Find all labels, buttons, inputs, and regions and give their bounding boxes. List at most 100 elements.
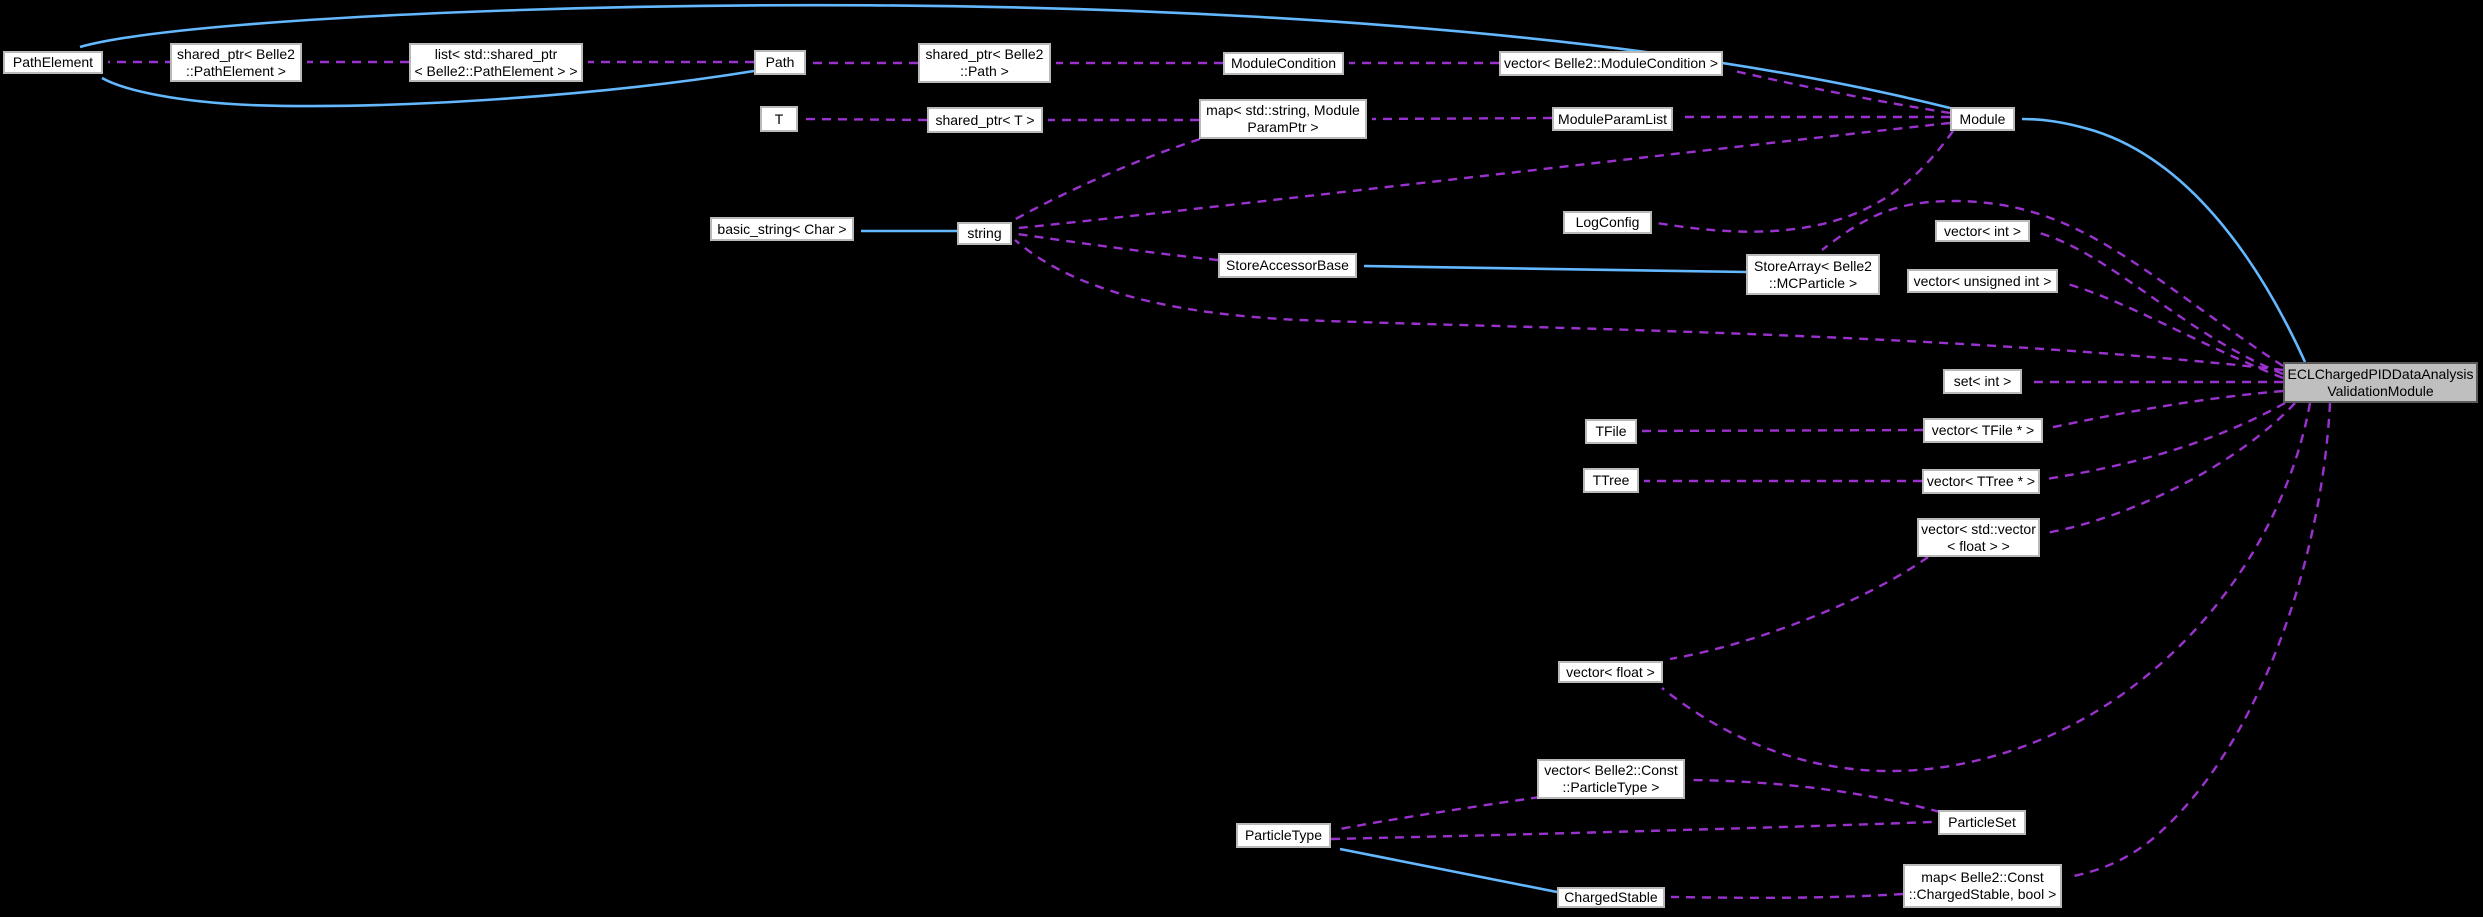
node-label: ::MCParticle > [1768,274,1858,291]
edge-ecl-to-vec-int [2035,230,2284,376]
edge-particleset-to-vec-particletype [1690,778,1941,814]
node-shared-ptr-t[interactable]: shared_ptr< T > [927,107,1043,133]
node-label: string [967,225,1002,241]
node-label: map< std::string, Module [1206,102,1360,118]
node-basic-string-char[interactable]: basic_string< Char > [710,217,854,241]
node-label: ValidationModule [2327,382,2434,399]
node-vector-unsigned-int[interactable]: vector< unsigned int > [1907,269,2058,293]
edge-module-to-pathelement [79,3,1951,110]
node-vector-float[interactable]: vector< float > [1558,661,1663,683]
edge-ecl-to-vec-tfile [2048,389,2284,430]
node-shared-ptr-pathelement[interactable]: shared_ptr< Belle2::PathElement > [170,43,302,82]
node-map-chargedstable-bool[interactable]: map< Belle2::Const::ChargedStable, bool … [1903,864,2062,908]
edge-storearray-to-storeaccessorbase [1363,264,1747,274]
node-label: vector< Belle2::ModuleCondition > [1503,55,1719,71]
node-label: ChargedStable [1564,889,1658,905]
edge-ecl-to-vec-vec-float [2045,402,2296,535]
node-label: ::ParticleType > [1562,779,1660,795]
node-label: vector< unsigned int > [1913,272,2052,289]
node-label: map< Belle2::Const [1921,869,2044,885]
node-shared-ptr-path[interactable]: shared_ptr< Belle2::Path > [918,43,1051,83]
edge-ecl-to-storearray [1821,199,2284,368]
edge-ecl-to-vec-ttree [2045,401,2286,481]
node-tfile[interactable]: TFile [1585,419,1637,444]
edge-module-to-logconfig [1656,130,1954,233]
node-storeaccessorbase[interactable]: StoreAccessorBase [1218,253,1357,278]
node-string[interactable]: string [957,222,1012,245]
node-ttree[interactable]: TTree [1583,468,1639,493]
node-label: < Belle2::PathElement > > [414,62,578,79]
edge-ecl-to-map-chargedstable [2067,402,2332,879]
node-label: shared_ptr< T > [935,111,1035,128]
edge-module-to-vec-modulecondition [1729,68,1951,115]
node-label: TFile [1595,423,1627,439]
node-label: basic_string< Char > [717,220,847,237]
node-pathelement[interactable]: PathElement [3,51,103,74]
node-particleset[interactable]: ParticleSet [1938,810,2026,835]
node-label: vector< std::vector [1921,520,2036,537]
node-vector-modulecondition[interactable]: vector< Belle2::ModuleCondition > [1499,51,1723,76]
node-chargedstable[interactable]: ChargedStable [1557,887,1665,908]
node-vector-ttree[interactable]: vector< TTree * > [1922,469,2040,494]
edge-ecl-to-string [1014,239,2284,372]
edge-ecl-to-vec-float [1661,402,2312,773]
node-label: vector< TTree * > [1926,473,2036,489]
node-vector-particletype[interactable]: vector< Belle2::Const::ParticleType > [1537,759,1685,799]
node-label: Module [1959,110,2006,127]
node-vector-vector-float[interactable]: vector< std::vector< float > > [1917,518,2040,557]
node-label: vector< Belle2::Const [1544,762,1678,778]
edge-vec-tfile-to-tfile [1641,428,1924,433]
node-label: ParticleSet [1948,814,2016,830]
node-vector-int[interactable]: vector< int > [1935,220,2030,242]
edge-vec-particletype-to-particletype [1339,795,1541,831]
node-label: shared_ptr< Belle2 [925,46,1044,62]
node-label: StoreAccessorBase [1226,257,1349,273]
node-label: ModuleParamList [1558,110,1667,127]
node-modulecondition[interactable]: ModuleCondition [1223,52,1344,75]
edge-map-to-string [1011,137,1201,223]
edge-ecl-to-vec-unsigned-int [2063,281,2284,380]
node-label: vector< float > [1566,663,1655,680]
node-label: list< std::shared_ptr [434,45,558,62]
node-path[interactable]: Path [754,50,806,75]
edge-vec-vec-float-to-vec-float [1669,556,1929,661]
node-particletype[interactable]: ParticleType [1236,823,1331,848]
edge-sp-t-to-t [802,117,928,122]
node-t[interactable]: T [760,106,798,132]
node-label: vector< int > [1943,222,2022,239]
node-module[interactable]: Module [1950,107,2015,131]
node-label: PathElement [12,54,94,70]
node-label: ParamPtr > [1247,119,1319,135]
edge-particletype-to-particleset [1330,820,1933,841]
node-label: TTree [1592,472,1630,488]
node-list-shared-ptr-pathelement[interactable]: list< std::shared_ptr< Belle2::PathEleme… [409,43,583,82]
node-label: ::Path > [960,63,1009,79]
node-label: ::ChargedStable, bool > [1908,886,2057,902]
node-label: set< int > [1953,373,2012,389]
node-vector-tfile[interactable]: vector< TFile * > [1923,418,2043,443]
node-label: ModuleCondition [1230,55,1337,71]
node-set-int[interactable]: set< int > [1943,369,2022,394]
edge-moduleparamlist-to-map [1371,116,1553,121]
node-label: T [774,110,784,127]
node-label: ParticleType [1244,827,1323,843]
node-label: ::PathElement > [185,62,286,79]
edge-map-chargedstable-to-chargedstable [1670,892,1904,900]
node-label: StoreArray< Belle2 [1754,257,1872,274]
node-label: shared_ptr< Belle2 [177,45,295,62]
edge-ecl-to-module [2021,117,2307,363]
node-logconfig[interactable]: LogConfig [1563,211,1652,234]
node-label: LogConfig [1575,214,1640,230]
edge-path-to-pathelement [101,69,755,108]
node-storearray-mcparticle[interactable]: StoreArray< Belle2::MCParticle > [1746,254,1880,295]
node-moduleparamlist[interactable]: ModuleParamList [1552,107,1673,131]
node-label: Path [765,54,795,70]
edge-module-to-string [1017,121,1951,230]
node-label: ECLChargedPIDDataAnalysis [2287,365,2474,382]
edge-storeaccessorbase-to-string [1016,232,1219,262]
node-label: < float > > [1947,537,2010,554]
